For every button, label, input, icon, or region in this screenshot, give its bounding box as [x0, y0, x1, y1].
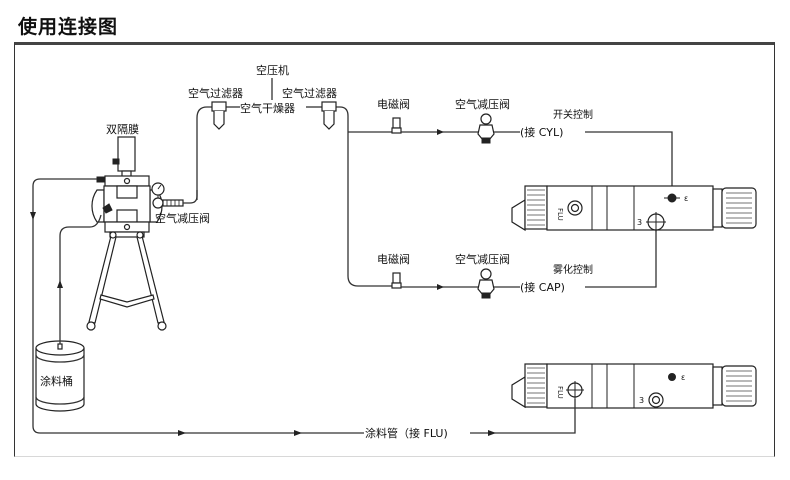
flow-arrow-icon — [294, 430, 302, 436]
gun-bottom-flu-label: FLU — [556, 386, 564, 399]
paint-bucket-icon — [35, 340, 85, 412]
spray-gun-top: FLU ε 3 — [511, 185, 757, 232]
gun-bottom-cap-mark: 3 — [639, 396, 644, 405]
pump-regulator-icon — [151, 182, 198, 209]
air-filter-left-label: 空气过滤器 — [188, 86, 243, 100]
air-filter-right-icon — [321, 101, 337, 130]
flow-arrow-icon — [178, 430, 186, 436]
cap-control-label: 雾化控制 — [553, 263, 593, 276]
cyl-port-label: (接 CYL) — [520, 126, 563, 139]
flow-arrow-icon — [57, 280, 63, 288]
gun-top-cyl-mark: ε — [684, 194, 688, 203]
air-filter-left-icon — [211, 101, 227, 130]
solenoid-valve-bottom-icon — [391, 272, 402, 289]
pipe-suction — [59, 214, 102, 344]
diagram-frame — [14, 42, 775, 457]
cyl-control-label: 开关控制 — [553, 108, 593, 121]
paint-line-label: 涂料管（接 FLU) — [365, 426, 448, 440]
air-filter-right-label: 空气过滤器 — [282, 86, 337, 100]
air-dryer-label: 空气干燥器 — [240, 101, 295, 115]
diaphragm-pump-icon — [91, 136, 163, 233]
pump-stand-icon — [86, 231, 167, 331]
solenoid-valve-bottom-label: 电磁阀 — [377, 252, 410, 266]
flow-arrow-icon — [437, 129, 444, 135]
pump-regulator-label: 空气减压阀 — [155, 211, 210, 225]
flow-arrow-icon — [30, 212, 36, 220]
pipe-to-flu-port — [470, 399, 576, 434]
pipe-to-cap-port — [585, 222, 657, 288]
pipe-to-cyl-port — [585, 131, 673, 198]
page-title: 使用连接图 — [18, 16, 119, 38]
pipe-regulator-to-filter — [196, 106, 212, 200]
spray-gun-bottom: FLU ε 3 — [511, 363, 757, 409]
regulator-bottom-label: 空气减压阀 — [455, 252, 510, 266]
pipe-paint-output — [32, 178, 364, 434]
gun-top-flu-label: FLU — [556, 208, 564, 221]
regulator-top-icon — [477, 113, 495, 144]
regulator-bottom-icon — [477, 268, 495, 299]
compressor-label: 空压机 — [256, 63, 289, 77]
regulator-top-label: 空气减压阀 — [455, 97, 510, 111]
gun-top-cap-mark: 3 — [637, 218, 642, 227]
paint-bucket-label: 涂料桶 — [40, 374, 73, 388]
gun-bottom-cyl-mark: ε — [681, 373, 685, 382]
cap-port-label: (接 CAP) — [520, 281, 565, 294]
flow-arrow-icon — [488, 430, 496, 436]
solenoid-valve-top-label: 电磁阀 — [377, 97, 410, 111]
pipe-main-air — [336, 106, 392, 287]
diaphragm-pump-label: 双隔膜 — [106, 123, 139, 136]
flow-arrow-icon — [437, 284, 444, 290]
solenoid-valve-top-icon — [391, 117, 402, 134]
